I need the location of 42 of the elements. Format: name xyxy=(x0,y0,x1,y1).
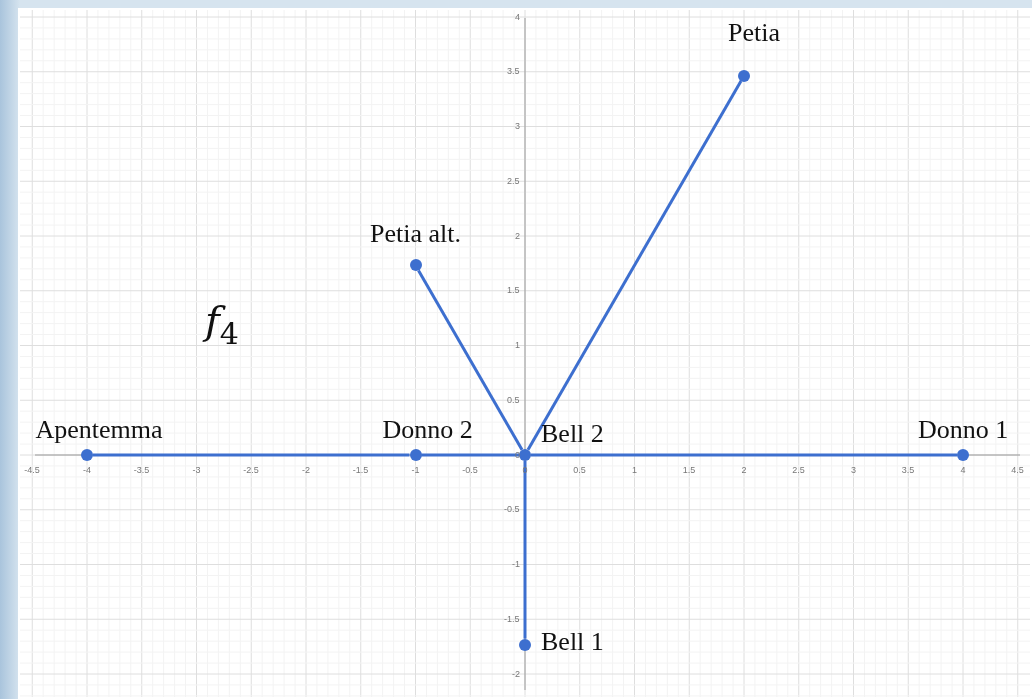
tick-label: -4.5 xyxy=(24,465,40,475)
point-label: Apentemma xyxy=(35,417,163,443)
line-segment xyxy=(526,80,743,451)
tick-label: -2 xyxy=(302,465,310,475)
tick-label: 4.5 xyxy=(1011,465,1024,475)
point-label: Bell 1 xyxy=(541,628,604,655)
tick-label: 0 xyxy=(522,465,528,475)
line-segment xyxy=(531,453,957,457)
tick-label: 3.5 xyxy=(507,67,520,77)
point-label: Petia xyxy=(728,19,780,46)
line-segment xyxy=(421,453,519,457)
tick-label: 1 xyxy=(515,341,520,350)
tick-label: -1.5 xyxy=(352,465,369,475)
tick-label: -0.5 xyxy=(462,465,478,475)
point-label: Donno 2 xyxy=(382,417,473,443)
tick-label: -3 xyxy=(192,465,201,475)
tick-label: 0 xyxy=(515,450,520,460)
tick-label: -1.5 xyxy=(504,614,520,624)
tick-label: 0.5 xyxy=(507,395,520,405)
tick-label: 1.5 xyxy=(682,465,696,475)
tick-label: -2 xyxy=(512,669,520,679)
tick-label: 2 xyxy=(515,231,520,241)
tick-label: 2.5 xyxy=(792,465,805,475)
tick-label: -3.5 xyxy=(133,465,150,475)
tick-label: 0.5 xyxy=(573,465,586,475)
tick-label: -0.5 xyxy=(504,505,520,515)
line-segment xyxy=(523,461,527,639)
tick-label: 1 xyxy=(632,465,637,475)
tick-label: 3.5 xyxy=(901,465,915,475)
tick-label: 2 xyxy=(741,465,747,475)
point-label: Donno 1 xyxy=(918,417,1009,443)
tick-label: 3 xyxy=(851,465,856,475)
tick-label: 1.5 xyxy=(507,286,520,296)
tick-label: 3 xyxy=(515,122,520,131)
line-segment xyxy=(93,453,410,457)
point-label: Petia alt. xyxy=(370,221,461,248)
line-segment xyxy=(417,269,524,451)
tick-label: 4 xyxy=(515,12,520,22)
tick-label: -2.5 xyxy=(243,465,259,475)
tick-label: -1 xyxy=(512,560,520,569)
point-label: Bell 2 xyxy=(541,421,604,447)
tick-label: 2.5 xyxy=(507,176,520,186)
